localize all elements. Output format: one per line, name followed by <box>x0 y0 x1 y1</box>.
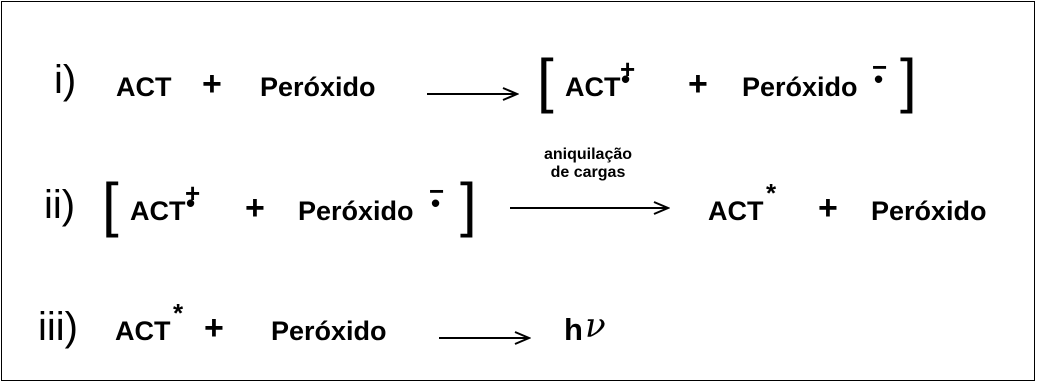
planck-constant: h <box>564 312 583 347</box>
cation-charge: + <box>185 178 201 208</box>
excited-state-star: * <box>173 298 184 328</box>
excited-state-star: * <box>766 178 777 208</box>
arrow-label-line: de cargas <box>550 164 626 181</box>
anion-charge: − <box>872 52 888 82</box>
reaction-number: iii) <box>38 305 78 349</box>
reactant-peroxido: Peróxido <box>298 196 414 226</box>
radical-dot: • <box>431 188 441 218</box>
plus-sign: + <box>204 309 224 347</box>
plus-sign: + <box>818 189 838 227</box>
reactant-peroxido: Peróxido <box>271 316 387 346</box>
radical-dot: • <box>874 64 884 94</box>
plus-sign: + <box>688 65 708 103</box>
cation-charge: + <box>620 54 636 84</box>
plus-sign: + <box>245 189 265 227</box>
reaction-arrow <box>510 201 670 215</box>
reaction-arrow <box>427 87 519 101</box>
right-bracket: ] <box>900 47 917 114</box>
reaction-number: i) <box>54 58 77 102</box>
reactant-act: ACT <box>130 196 186 226</box>
arrow-label-line: aniquilação <box>543 146 633 163</box>
left-bracket: [ <box>537 47 554 114</box>
product-peroxido: Peróxido <box>742 72 858 102</box>
reaction-arrow <box>439 331 531 345</box>
left-bracket: [ <box>102 171 119 238</box>
product-act: ACT <box>708 196 764 226</box>
radical-dot: • <box>621 64 631 94</box>
reactant-peroxido: Peróxido <box>260 72 376 102</box>
reaction-number: ii) <box>44 183 76 227</box>
radical-dot: • <box>186 188 196 218</box>
product-act: ACT <box>565 72 621 102</box>
frequency-symbol: ν <box>585 306 606 346</box>
arrow-label: aniquilação de cargas <box>514 146 662 182</box>
reactant-act: ACT <box>116 72 172 102</box>
reactant-act: ACT <box>115 316 171 346</box>
right-bracket: ] <box>460 171 477 238</box>
product-peroxido: Peróxido <box>871 196 987 226</box>
anion-charge: − <box>429 176 445 206</box>
plus-sign: + <box>202 65 222 103</box>
